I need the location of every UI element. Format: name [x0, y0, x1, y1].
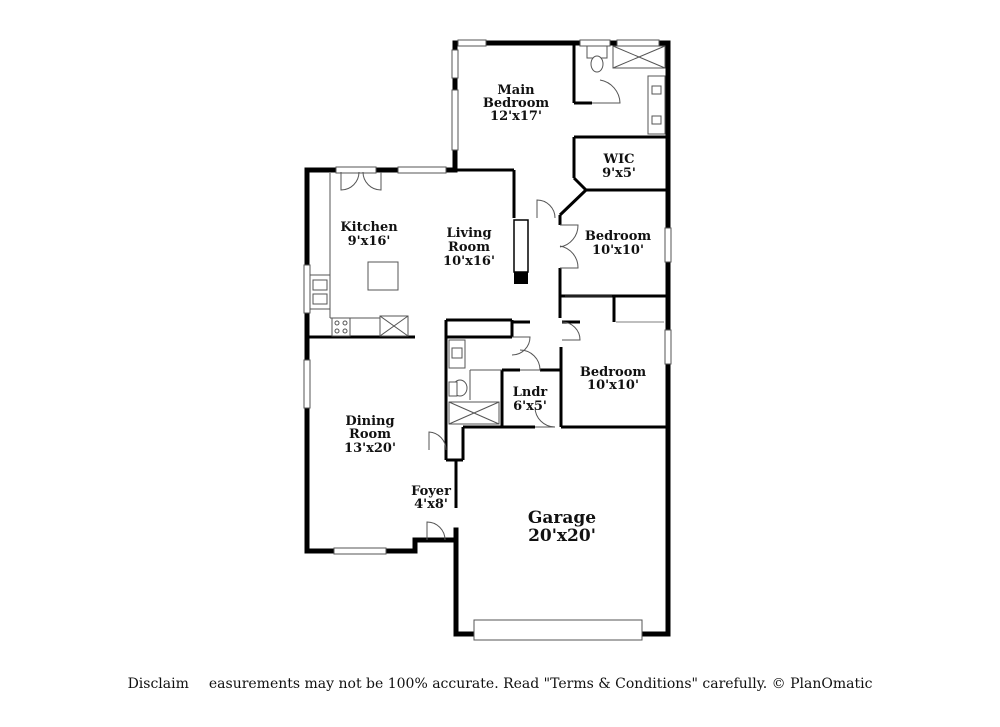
- disclaimer-start: Disclaim: [127, 676, 189, 692]
- vanity: [647, 75, 666, 135]
- kitchen-name: Kitchen: [340, 220, 398, 235]
- windows: [303, 39, 672, 641]
- main-bedroom-name-2: Bedroom: [483, 96, 550, 111]
- disclaimer: Disclaim easurements may not be 100% accu…: [0, 676, 1000, 692]
- dining-room-name-2: Room: [349, 427, 391, 442]
- doors: [340, 79, 664, 541]
- laundry-size: 6'x5': [513, 399, 547, 414]
- interior-walls: [307, 43, 668, 508]
- living-room-name-1: Living: [446, 226, 491, 241]
- foyer-size: 4'x8': [414, 497, 448, 512]
- living-room-size: 10'x16': [443, 254, 495, 269]
- garage-name: Garage: [528, 508, 596, 528]
- living-room-name-2: Room: [448, 240, 490, 255]
- garage-size: 20'x20': [528, 526, 596, 546]
- dining-room-name-1: Dining: [345, 414, 394, 429]
- bedroom-3-name: Bedroom: [580, 365, 647, 380]
- kitchen-island: [367, 261, 399, 291]
- bedroom-2-name: Bedroom: [585, 229, 652, 244]
- foyer-name: Foyer: [411, 484, 451, 499]
- fixtures: [309, 45, 666, 425]
- dining-room-size: 13'x20': [344, 441, 396, 456]
- bedroom-3-size: 10'x10': [587, 378, 639, 393]
- stove: [331, 317, 351, 337]
- fireplace: [513, 219, 529, 284]
- main-bedroom-size: 12'x17': [490, 109, 542, 124]
- main-bedroom-name-1: Main: [497, 83, 535, 98]
- bedroom-2-size: 10'x10': [592, 243, 644, 258]
- toilet-bowl: [590, 55, 604, 73]
- disclaimer-rest: easurements may not be 100% accurate. Re…: [208, 676, 873, 692]
- kitchen-size: 9'x16': [348, 234, 391, 249]
- wic-name: WIC: [602, 152, 634, 167]
- laundry-name: Lndr: [513, 385, 548, 400]
- wic-size: 9'x5': [602, 166, 636, 181]
